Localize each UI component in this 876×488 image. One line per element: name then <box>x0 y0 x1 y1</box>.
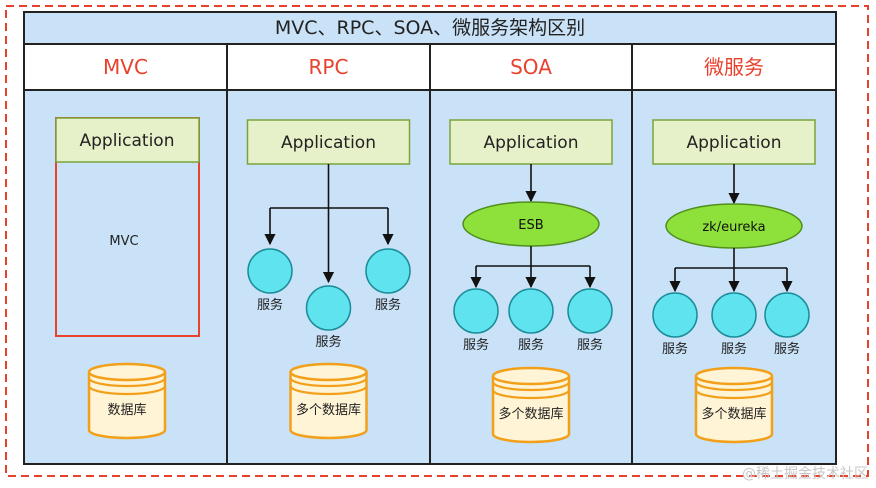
database-body <box>87 372 167 440</box>
column-header: 微服务 <box>704 55 764 79</box>
database-ring <box>694 381 774 392</box>
application-label: Application <box>281 133 376 153</box>
service-label: 服务 <box>518 337 544 353</box>
service-label: 服务 <box>774 341 800 357</box>
application-label: Application <box>687 133 782 153</box>
column-header-cell <box>23 43 228 91</box>
database-label: 多个数据库 <box>296 402 361 418</box>
column-header: RPC <box>309 55 349 79</box>
column-header: SOA <box>510 55 552 79</box>
database-label: 多个数据库 <box>701 406 766 422</box>
mvc-inner-label: MVC <box>109 234 138 249</box>
service-node <box>453 288 499 334</box>
service-node <box>305 285 352 331</box>
watermark: @稀土掘金技术社区 <box>742 466 868 482</box>
column-header-cell <box>631 43 837 91</box>
column-header: MVC <box>103 55 148 79</box>
application-box <box>55 117 200 163</box>
database-label: 多个数据库 <box>498 406 563 422</box>
service-label: 服务 <box>577 337 603 353</box>
database-ring <box>491 389 571 400</box>
database-top <box>289 362 368 382</box>
service-node <box>567 288 613 334</box>
application-label: Application <box>80 131 175 151</box>
application-box <box>449 119 613 165</box>
database-ring <box>289 385 368 396</box>
database-ring <box>87 377 167 388</box>
service-node <box>247 248 293 294</box>
service-label: 服务 <box>315 334 341 350</box>
database-top <box>694 366 774 386</box>
hub-label: zk/eureka <box>702 220 765 235</box>
database-ring <box>87 385 167 396</box>
database-icon <box>694 366 774 444</box>
application-label: Application <box>484 133 579 153</box>
application-box <box>246 119 411 165</box>
service-node <box>365 248 411 294</box>
database-body <box>694 376 774 444</box>
database-body <box>289 372 368 440</box>
database-icon <box>289 362 368 440</box>
diagram-title: MVC、RPC、SOA、微服务架构区别 <box>275 17 585 39</box>
service-label: 服务 <box>662 341 688 357</box>
database-ring <box>694 389 774 400</box>
database-icon <box>87 362 167 440</box>
service-label: 服务 <box>721 341 747 357</box>
service-node <box>508 288 554 334</box>
database-body <box>491 376 571 444</box>
database-top <box>491 366 571 386</box>
database-top <box>87 362 167 382</box>
service-label: 服务 <box>257 297 283 313</box>
service-node <box>711 292 757 338</box>
service-label: 服务 <box>375 297 401 313</box>
column-body <box>631 89 837 465</box>
service-label: 服务 <box>463 337 489 353</box>
database-icon <box>491 366 571 444</box>
outer-dashed-border <box>5 5 869 477</box>
database-ring <box>491 381 571 392</box>
database-ring <box>289 377 368 388</box>
database-label: 数据库 <box>107 402 146 418</box>
hub-label: ESB <box>518 218 543 233</box>
service-node <box>652 292 698 338</box>
service-node <box>764 292 810 338</box>
